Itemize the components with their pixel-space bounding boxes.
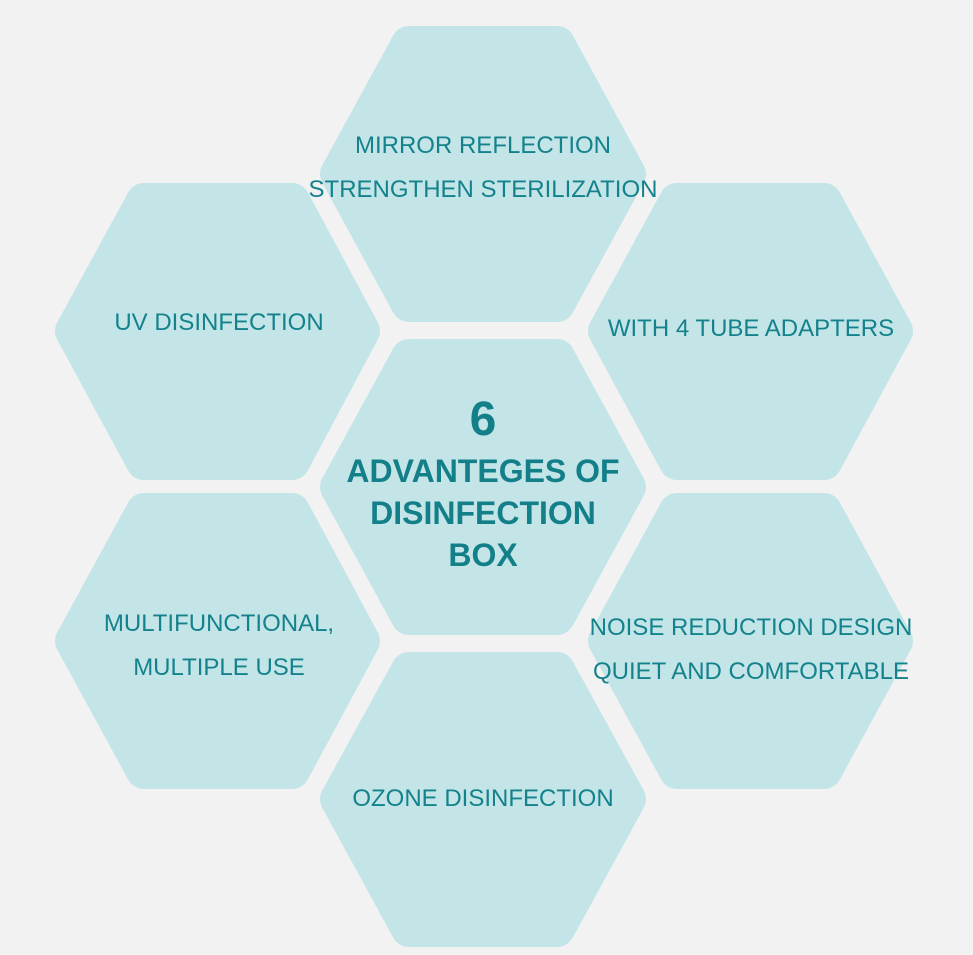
hexagon-lower-right [588, 493, 913, 789]
hexagon-bottom [320, 652, 646, 947]
center-title-block: 6 ADVANTEGES OF DISINFECTION BOX [318, 390, 648, 576]
item-lower-right-line-1: NOISE REDUCTION DESIGN [589, 614, 913, 641]
item-lower-right-label: NOISE REDUCTION DESIGN QUIET AND COMFORT… [586, 606, 916, 694]
hexagon-upper-right [588, 183, 913, 480]
hexagon-upper-left [55, 183, 380, 480]
center-title-line-1: ADVANTEGES OF [346, 453, 620, 489]
center-number: 6 [469, 393, 497, 446]
item-lower-right-line-2: QUIET AND COMFORTABLE [592, 658, 910, 685]
center-title-line-2: DISINFECTION [370, 495, 596, 531]
item-upper-right-label: WITH 4 TUBE ADAPTERS [586, 307, 916, 351]
hexagon-lower-left [55, 493, 380, 789]
item-lower-left-line-2: MULTIPLE USE [133, 654, 305, 681]
item-bottom-line-1: OZONE DISINFECTION [352, 785, 614, 812]
item-upper-left-line-1: UV DISINFECTION [114, 309, 324, 336]
item-top-line-2: STRENGTHEN STERILIZATION [308, 176, 658, 203]
item-upper-right-line-1: WITH 4 TUBE ADAPTERS [607, 315, 895, 342]
item-lower-left-label: MULTIFUNCTIONAL, MULTIPLE USE [54, 602, 384, 690]
hexagon-center [320, 339, 646, 635]
item-top-label: MIRROR REFLECTION STRENGTHEN STERILIZATI… [309, 124, 658, 212]
item-lower-left-line-1: MULTIFUNCTIONAL, [103, 610, 335, 637]
item-top-line-1: MIRROR REFLECTION [354, 132, 611, 159]
item-upper-left-label: UV DISINFECTION [54, 301, 384, 345]
hexagon-top [320, 26, 646, 322]
center-title-line-3: BOX [448, 537, 518, 573]
item-bottom-label: OZONE DISINFECTION [318, 777, 648, 821]
